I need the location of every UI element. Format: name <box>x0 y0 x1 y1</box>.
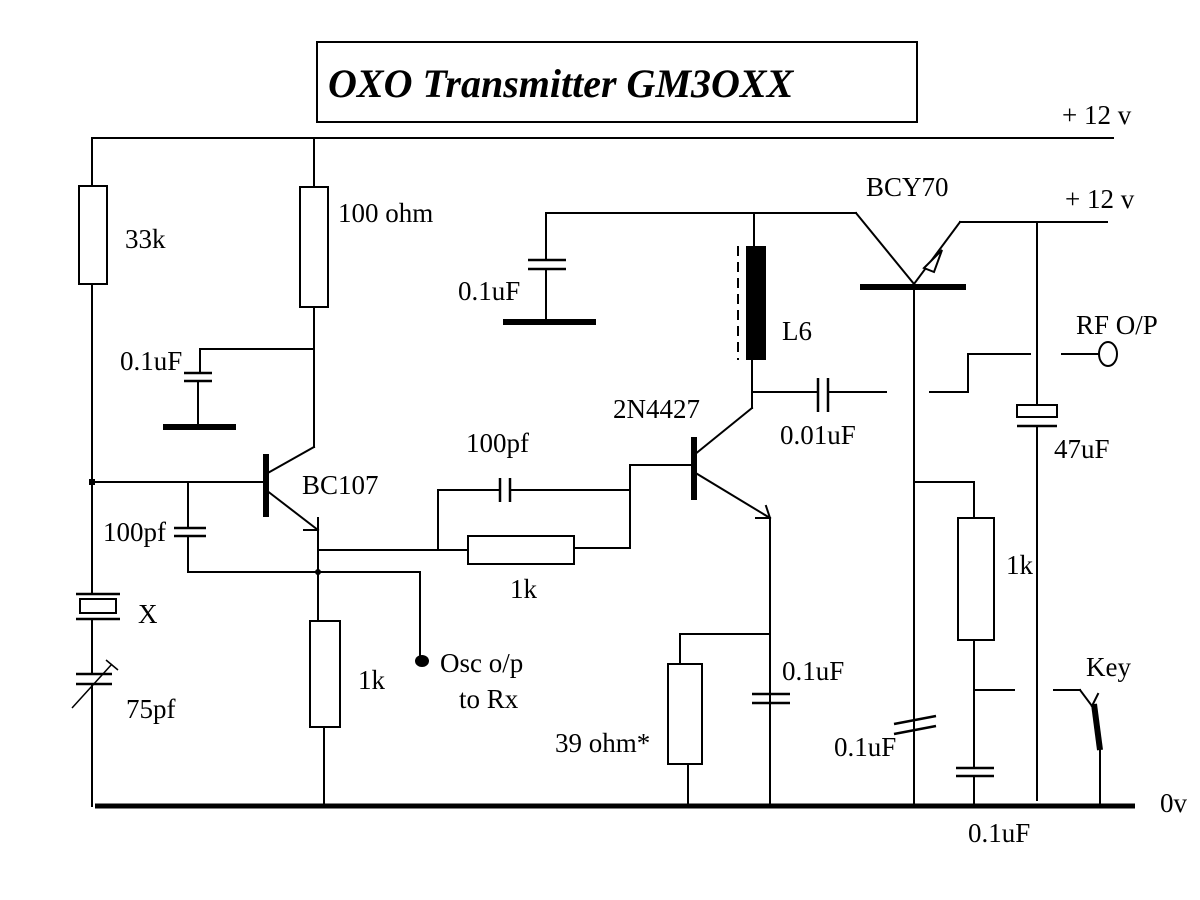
key-resistor-label: 1k <box>1006 550 1034 580</box>
base-resistor-label: 1k <box>510 574 538 604</box>
osc-output-label-1: Osc o/p <box>440 648 523 678</box>
osc-output-terminal: Osc o/p to Rx <box>415 648 523 714</box>
key-network: 1k 0.1uF <box>913 481 1034 848</box>
resistor-100-ohm-label: 100 ohm <box>338 198 433 228</box>
pa-emitter-capacitor: 0.1uF <box>834 714 937 762</box>
transistor-2n4427: 2N4427 <box>613 394 772 807</box>
capacitor-47uf-label: 47uF <box>1054 434 1110 464</box>
output-capacitor-0-01uf: 0.01uF <box>751 378 887 450</box>
resistor-100-ohm: 100 ohm <box>299 137 433 448</box>
resistor-39-ohm-label: 39 ohm* <box>555 728 650 758</box>
l6-label: L6 <box>782 316 812 346</box>
resistor-33k-label: 33k <box>125 224 166 254</box>
feedback-capacitor-100pf: 100pf <box>103 481 421 661</box>
inductor-l6: L6 <box>545 212 812 409</box>
rf-output: RF O/P <box>929 310 1158 393</box>
morse-key: Key <box>1053 652 1131 807</box>
crystal-x: X <box>76 592 158 629</box>
q2-emitter-capacitor-label: 0.1uF <box>782 656 844 686</box>
coupling-network: 100pf 1k <box>317 428 695 604</box>
title: OXO Transmitter GM3OXX <box>328 61 795 106</box>
feedback-capacitor-label: 100pf <box>103 517 166 547</box>
l6-decoupling-capacitor: 0.1uF <box>458 212 596 325</box>
bottom-left-capacitor-label: 0.1uF <box>834 732 896 762</box>
trimmer-label: 75pf <box>126 694 176 724</box>
title-box <box>316 41 918 123</box>
decoupling-capacitor-q1: 0.1uF <box>120 346 315 430</box>
ground-label: 0v <box>1160 788 1188 818</box>
key-label: Key <box>1086 652 1131 682</box>
supply-pa-label: + 12 v <box>1065 184 1135 214</box>
transistor-bcy70: BCY70 <box>753 172 1038 807</box>
bcy70-label: BCY70 <box>866 172 949 202</box>
resistor-1k-emitter-label: 1k <box>358 665 386 695</box>
bottom-right-capacitor-label: 0.1uF <box>968 818 1030 848</box>
resistor-33k: 33k <box>78 137 166 595</box>
resistor-1k-emitter: 1k <box>309 620 386 807</box>
2n4427-label: 2N4427 <box>613 394 700 424</box>
bc107-label: BC107 <box>302 470 379 500</box>
trimmer-75pf: 75pf <box>71 618 176 807</box>
osc-output-label-2: to Rx <box>459 684 519 714</box>
output-capacitor-label: 0.01uF <box>780 420 856 450</box>
transistor-bc107: BC107 <box>89 445 379 622</box>
capacitor-47uf: 47uF <box>1016 221 1110 801</box>
emitter-network-q2: 39 ohm* 0.1uF <box>555 633 844 807</box>
coupling-capacitor-label: 100pf <box>466 428 529 458</box>
decoupling-capacitor-label: 0.1uF <box>120 346 182 376</box>
supply-main-label: + 12 v <box>1062 100 1132 130</box>
l6-decoupling-label: 0.1uF <box>458 276 520 306</box>
rf-output-label: RF O/P <box>1076 310 1158 340</box>
crystal-label: X <box>138 599 158 629</box>
